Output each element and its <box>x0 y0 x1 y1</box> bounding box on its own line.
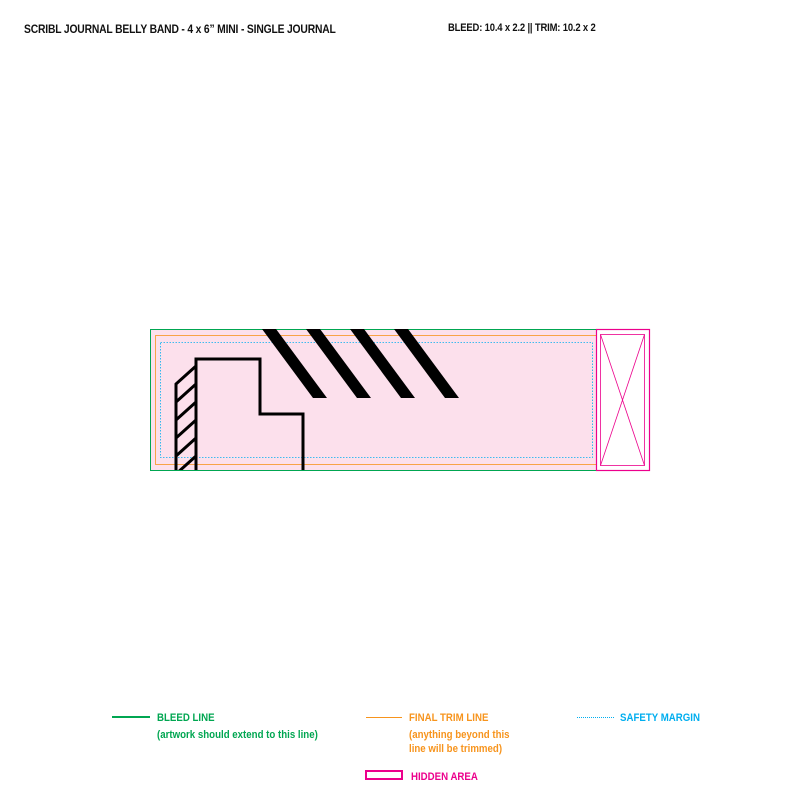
stripe-1 <box>262 329 327 398</box>
hatched-block-outline <box>174 364 198 470</box>
trim-swatch <box>366 717 402 718</box>
stripe-4 <box>394 329 459 398</box>
dimension-spec: BLEED: 10.4 x 2.2 || TRIM: 10.2 x 2 <box>448 22 596 34</box>
stripe-3 <box>350 329 415 398</box>
hidden-swatch <box>365 770 403 780</box>
hatch-lines <box>174 382 198 470</box>
trim-description: (anything beyond this line will be trimm… <box>409 729 510 755</box>
stripe-2 <box>306 329 371 398</box>
bleed-description: (artwork should extend to this line) <box>157 729 318 741</box>
template-title: SCRIBL JOURNAL BELLY BAND - 4 x 6” MINI … <box>24 22 336 36</box>
bleed-label: BLEED LINE <box>157 712 215 724</box>
trim-label: FINAL TRIM LINE <box>409 712 489 724</box>
sample-artwork <box>174 329 459 470</box>
bleed-swatch <box>112 716 150 718</box>
safety-margin <box>160 342 593 458</box>
safety-swatch <box>577 717 614 718</box>
hidden-area <box>595 328 651 472</box>
stepped-outline <box>194 357 305 470</box>
safety-label: SAFETY MARGIN <box>620 712 700 724</box>
hidden-label: HIDDEN AREA <box>411 771 478 783</box>
